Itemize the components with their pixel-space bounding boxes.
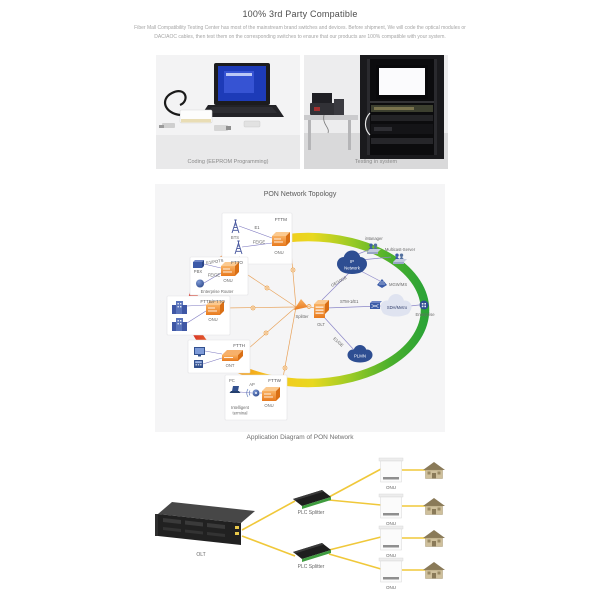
mgw-ms-label: MGW/MS	[389, 282, 407, 287]
link-ge-label: GE/10GE	[330, 275, 348, 288]
link-e1ge-label: E1/GE	[332, 336, 345, 348]
monitor-icon	[194, 347, 205, 357]
pon-application-section: Application Diagram of PON Network	[155, 434, 445, 596]
fttb-onu-label: ONU	[208, 317, 217, 322]
house-icon-1	[423, 462, 445, 479]
optical-modules-icon	[159, 120, 261, 131]
olt-label: OLT	[317, 322, 325, 327]
onu-unit-1	[378, 457, 404, 483]
fttm-onu-label: ONU	[274, 250, 283, 255]
plc-splitter-2-label: PLC Splitter	[298, 564, 325, 570]
photo-gallery: Coding (EEPROM Programming)	[156, 55, 448, 169]
multicast-server-icon	[393, 253, 407, 264]
fttm-box: FTTM BTS Node B E1 FE/GE ONU	[221, 212, 293, 265]
topology-diagram: GE/10GE STM-1/E1 E1/GE FTTM BTS Node B E…	[166, 212, 435, 421]
intelligent-terminal-label-2: terminal	[233, 411, 248, 416]
coding-photo	[156, 55, 300, 169]
cable-icon	[163, 90, 187, 117]
multicast-server-label: Multicast-Server	[385, 247, 416, 252]
topology-title: PON Network Topology	[263, 191, 337, 198]
fttm-fege-label: FE/GE	[253, 240, 266, 245]
ftto-e1pots-label: E1/POTS	[206, 258, 224, 265]
link-stm-label: STM-1/E1	[340, 299, 359, 304]
ont-icon	[222, 350, 243, 361]
onu-3-label: ONU	[386, 553, 396, 558]
programmer-box-icon	[179, 109, 213, 124]
laptop-icon	[200, 63, 284, 117]
enterprise-router-icon	[196, 279, 204, 288]
pon-topology-section: PON Network Topology	[155, 184, 445, 432]
ap-icon	[246, 388, 260, 398]
plc-splitter-2	[293, 543, 331, 562]
test-bench-icon	[304, 93, 358, 150]
ip-network-cloud: IP Network	[337, 250, 367, 274]
ftth-box: FTTH ONT	[187, 339, 251, 374]
house-icon-4	[423, 562, 445, 579]
ftto-onu-label: ONU	[223, 278, 232, 283]
pbx-label: PBX	[194, 269, 203, 274]
plmn-cloud: PLMN	[347, 345, 373, 363]
enterprise-label: Enterprise	[415, 312, 435, 317]
onu-unit-2	[378, 493, 404, 519]
onu-unit-4	[378, 557, 404, 583]
enterprise-router-label: Enterprise Router	[201, 289, 234, 294]
ftto-fege-label: FE/GE	[208, 273, 221, 278]
photo-coding-card: Coding (EEPROM Programming)	[156, 55, 300, 169]
photo-coding-caption: Coding (EEPROM Programming)	[187, 159, 269, 165]
plc-splitter-1-label: PLC Splitter	[298, 510, 325, 516]
metro-router-icon	[370, 301, 382, 309]
ftto-title: FTTO	[231, 260, 243, 265]
enterprise-icon	[419, 300, 429, 310]
fttw-box: FTTW PC AP Intelligent terminal ONU	[224, 374, 288, 421]
app-olt-label: OLT	[196, 552, 205, 558]
ftth-title: FTTH	[233, 343, 245, 348]
photo-testing-caption: Testing in system	[354, 159, 398, 165]
ftto-box: FTTO PBX E1/POTS FE/GE Enterprise Router…	[189, 256, 249, 296]
onu-1-label: ONU	[386, 485, 396, 490]
fttb-title: FTTB/FTTO	[200, 299, 225, 304]
compatibility-header: 100% 3rd Party Compatible Fiber Mall Com…	[0, 9, 600, 41]
pc-label: PC	[229, 378, 235, 383]
plmn-label: PLMN	[354, 354, 366, 359]
onu-unit-3	[378, 525, 404, 551]
olt-chassis	[155, 502, 255, 545]
fttw-onu-icon	[262, 387, 280, 401]
page-description: Fiber Mall Compatibility Testing Center …	[134, 25, 466, 40]
olt-icon	[314, 300, 329, 318]
fttb-box: FTTB/FTTO ONU	[166, 295, 231, 336]
ftth-ont-label: ONT	[226, 363, 235, 368]
ap-label: AP	[249, 382, 255, 387]
bts-label: BTS	[231, 235, 239, 240]
application-diagram: OLT PLC Splitter PLC Splitter ONU	[155, 457, 445, 590]
imanager-label: iManager	[365, 236, 383, 241]
server-rack-icon	[360, 55, 444, 159]
fttw-onu-label: ONU	[264, 403, 273, 408]
house-icon-3	[423, 530, 445, 547]
mgw-ms-icon	[377, 279, 387, 288]
onu-2-label: ONU	[386, 521, 396, 526]
phone-icon	[194, 360, 203, 368]
intelligent-terminal-label-1: Intelligent	[231, 405, 250, 410]
application-title: Application Diagram of PON Network	[246, 434, 354, 441]
house-icon-2	[423, 498, 445, 515]
laptop-small-icon	[229, 386, 241, 393]
ip-network-label-1: IP	[350, 259, 354, 264]
splice-point-icons	[250, 267, 312, 371]
fttm-e1-label: E1	[254, 225, 260, 230]
ip-network-label-2: Network	[344, 266, 361, 271]
pbx-icon	[193, 260, 204, 268]
page-title: 100% 3rd Party Compatible	[242, 9, 358, 19]
fttw-title: FTTW	[268, 378, 281, 383]
onu-4-label: ONU	[386, 585, 396, 590]
sdh-metro-cloud: SDH/Metro	[380, 294, 412, 317]
sdh-metro-label: SDH/Metro	[387, 305, 408, 310]
splitter-icon	[294, 299, 308, 310]
fiber-links	[241, 468, 426, 571]
splitter-label: Splitter	[295, 314, 309, 319]
testing-photo	[304, 55, 448, 169]
photo-testing-card: Testing in system	[304, 55, 448, 169]
plc-splitter-1	[293, 490, 331, 509]
fttm-onu-icon	[272, 232, 290, 246]
fttm-title: FTTM	[275, 217, 287, 222]
